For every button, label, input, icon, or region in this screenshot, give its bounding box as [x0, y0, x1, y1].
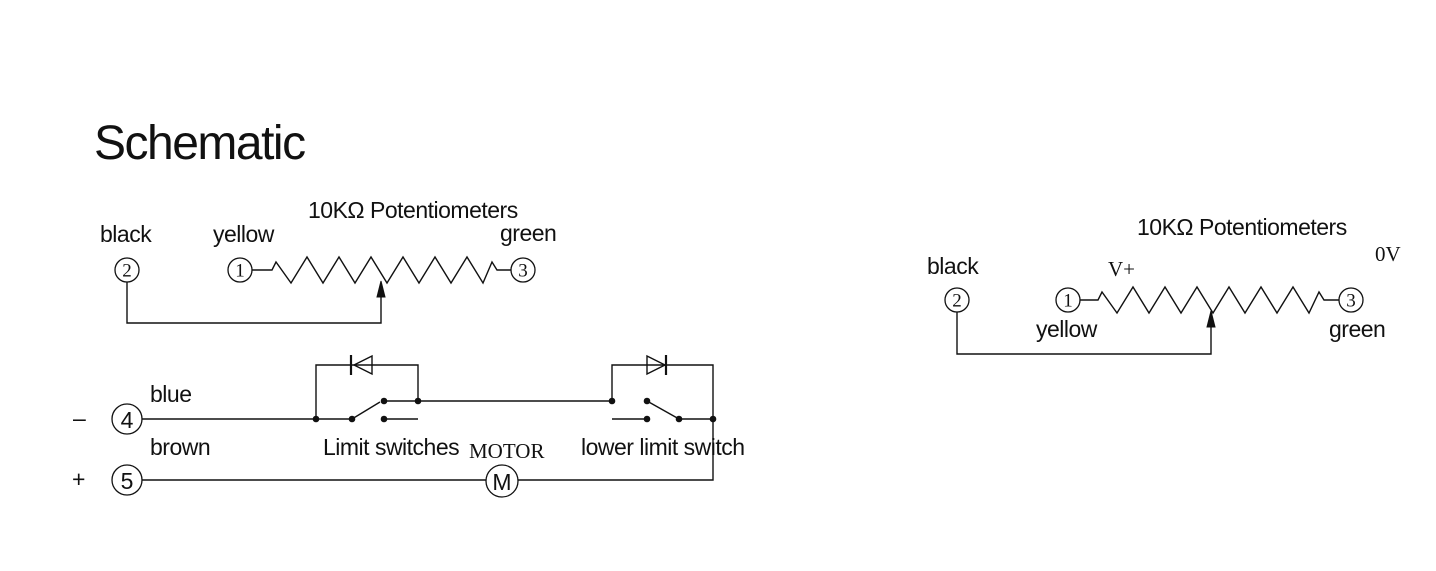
- right-label-black: black: [927, 253, 979, 279]
- label-blue: blue: [150, 381, 191, 407]
- page-title: Schematic: [94, 117, 305, 170]
- left-pin-3-number: 3: [518, 261, 528, 282]
- right-pin-3-number: 3: [1346, 291, 1356, 312]
- label-lower-limit-switch: lower limit switch: [581, 434, 745, 460]
- left-wiper-arrow: [376, 280, 386, 298]
- return-wire: [518, 419, 714, 481]
- left-pin-1-number: 1: [235, 261, 245, 282]
- left-motor-circuit: blue brown – + 4 5 Limit switches: [72, 354, 745, 498]
- right-resistor-zigzag: [1080, 285, 1339, 315]
- upper-switch-blade: [351, 401, 381, 420]
- junction-dot: [608, 397, 616, 405]
- right-label-v-plus: V+: [1108, 257, 1135, 281]
- upper-diode-bypass-wire: [315, 364, 419, 419]
- left-potentiometer: 10KΩ Potentiometers black yellow green 2…: [100, 197, 557, 324]
- lower-limit-switch-block: lower limit switch: [581, 354, 745, 460]
- left-label-black: black: [100, 221, 152, 247]
- motor-symbol-letter: M: [492, 469, 511, 495]
- lower-switch-blade: [646, 400, 680, 420]
- left-wiper-wire: [126, 282, 382, 324]
- left-label-green: green: [500, 220, 556, 246]
- right-wiper-wire: [956, 312, 1212, 355]
- pin-5-number: 5: [121, 468, 134, 494]
- switch-contact-dot: [643, 415, 651, 423]
- right-wiper-arrow: [1206, 310, 1216, 328]
- switch-contact-dot: [348, 415, 356, 423]
- switch-contact-dot: [643, 397, 651, 405]
- label-motor: MOTOR: [469, 439, 544, 463]
- upper-diode-triangle: [352, 354, 373, 376]
- label-minus: –: [73, 405, 86, 431]
- lower-diode-bypass-wire: [611, 364, 714, 419]
- left-resistor-zigzag: [252, 255, 511, 285]
- limit-switch-block: Limit switches: [312, 354, 460, 460]
- switch-contact-dot: [675, 415, 683, 423]
- right-pot-title: 10KΩ Potentiometers: [1137, 214, 1347, 240]
- lower-diode-triangle: [646, 354, 667, 376]
- label-limit-switches: Limit switches: [323, 434, 459, 460]
- right-label-0v: 0V: [1375, 242, 1401, 266]
- junction-dot: [312, 415, 320, 423]
- label-brown: brown: [150, 434, 210, 460]
- pin-4-number: 4: [121, 407, 134, 433]
- left-pin-2-number: 2: [122, 261, 132, 282]
- right-label-yellow: yellow: [1036, 316, 1098, 342]
- right-label-green: green: [1329, 316, 1385, 342]
- right-pin-1-number: 1: [1063, 291, 1073, 312]
- right-potentiometer: 10KΩ Potentiometers 0V black V+ yellow g…: [927, 214, 1401, 355]
- motor-symbol-circle: [485, 464, 519, 498]
- right-pin-2-number: 2: [952, 291, 962, 312]
- switch-contact-dot: [380, 415, 388, 423]
- left-pot-title: 10KΩ Potentiometers: [308, 197, 518, 223]
- left-label-yellow: yellow: [213, 221, 275, 247]
- label-plus: +: [72, 466, 85, 492]
